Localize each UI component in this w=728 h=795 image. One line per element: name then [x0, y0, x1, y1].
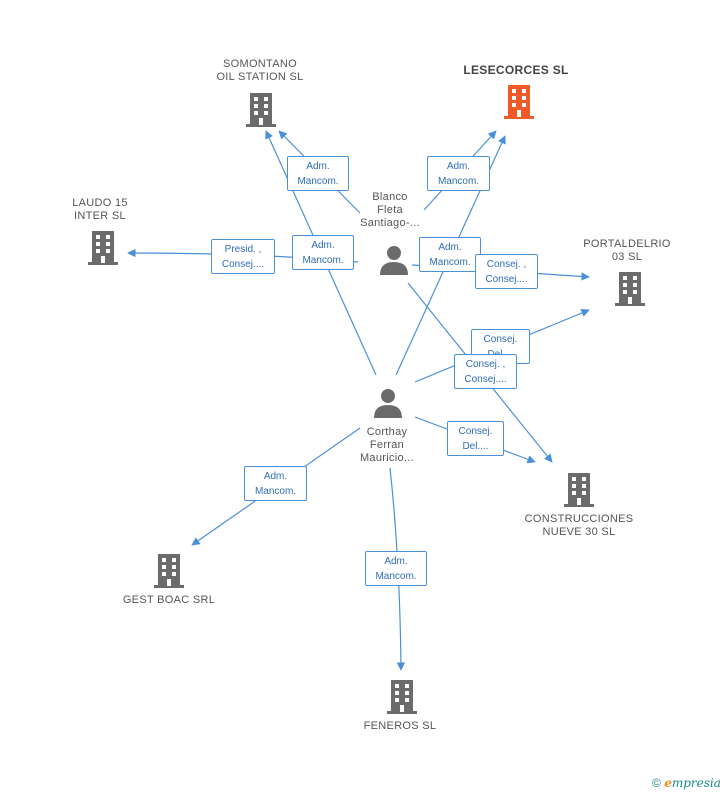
relation-label[interactable]: Consej. Del....	[447, 421, 504, 456]
person-icon[interactable]	[378, 245, 410, 280]
building-icon-focus[interactable]	[504, 85, 534, 124]
relation-label[interactable]: Adm. Mancom.	[287, 156, 349, 191]
company-name-portaldelrio[interactable]: PORTALDELRIO 03 SL	[583, 238, 671, 263]
building-icon[interactable]	[564, 473, 594, 512]
relation-label[interactable]: Presid. , Consej....	[211, 239, 275, 274]
company-name-gestboac[interactable]: GEST BOAC SRL	[122, 594, 216, 606]
building-icon[interactable]	[615, 272, 645, 311]
person-icon[interactable]	[372, 388, 404, 423]
company-name-feneros[interactable]: FENEROS SL	[363, 720, 437, 732]
building-icon[interactable]	[387, 680, 417, 719]
building-icon[interactable]	[88, 231, 118, 270]
copyright-icon: ©	[652, 776, 661, 790]
relation-label[interactable]: Consej. , Consej....	[454, 354, 517, 389]
footer-copyright: © empresia	[652, 776, 721, 790]
relation-label[interactable]: Adm. Mancom.	[427, 156, 490, 191]
person-name-corthay[interactable]: Corthay Ferran Mauricio...	[359, 426, 415, 464]
building-icon[interactable]	[154, 554, 184, 593]
relation-label[interactable]: Adm. Mancom.	[244, 466, 307, 501]
company-name-lesecorces[interactable]: LESECORCES SL	[463, 63, 569, 77]
building-icon[interactable]	[246, 93, 276, 132]
company-name-construcciones[interactable]: CONSTRUCCIONES NUEVE 30 SL	[524, 513, 634, 538]
relation-label[interactable]: Adm. Mancom.	[419, 237, 481, 272]
person-name-blanco[interactable]: Blanco Fleta Santiago-...	[360, 191, 420, 229]
relation-label[interactable]: Consej. , Consej....	[475, 254, 538, 289]
company-name-somontano[interactable]: SOMONTANO OIL STATION SL	[216, 58, 304, 83]
relation-label[interactable]: Adm. Mancom.	[365, 551, 427, 586]
brand-logo[interactable]: empresia	[664, 776, 721, 790]
company-name-laudo[interactable]: LAUDO 15 INTER SL	[72, 197, 128, 222]
relation-label[interactable]: Adm. Mancom.	[292, 235, 354, 270]
